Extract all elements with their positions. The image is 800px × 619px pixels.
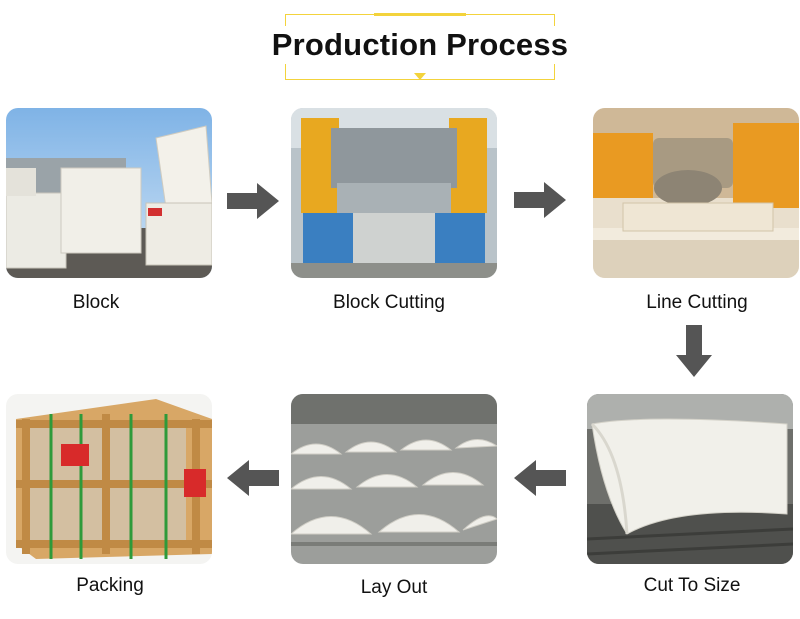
page-title: Production Process: [250, 26, 590, 64]
step-label-cut-to-size: Cut To Size: [643, 575, 741, 596]
arrow-down: [676, 325, 712, 377]
arrow-left-2: [227, 460, 279, 496]
lay-out-photo: [291, 394, 497, 564]
step-label-block-cutting: Block Cutting: [333, 292, 445, 313]
block-photo: [6, 108, 212, 278]
step-label-packing: Packing: [76, 575, 144, 596]
arrow-right-2: [514, 182, 566, 218]
block-cutting-photo: [291, 108, 497, 278]
packing-photo: [6, 394, 212, 564]
step-label-line-cutting: Line Cutting: [646, 292, 748, 313]
cut-to-size-photo: [587, 394, 793, 564]
step-label-block: Block: [72, 292, 120, 313]
title-notch: [414, 73, 426, 80]
line-cutting-photo: [593, 108, 799, 278]
title-accent-bar: [374, 13, 466, 16]
arrow-left-1: [514, 460, 566, 496]
step-label-lay-out: Lay Out: [360, 577, 428, 598]
arrow-right-1: [227, 183, 279, 219]
